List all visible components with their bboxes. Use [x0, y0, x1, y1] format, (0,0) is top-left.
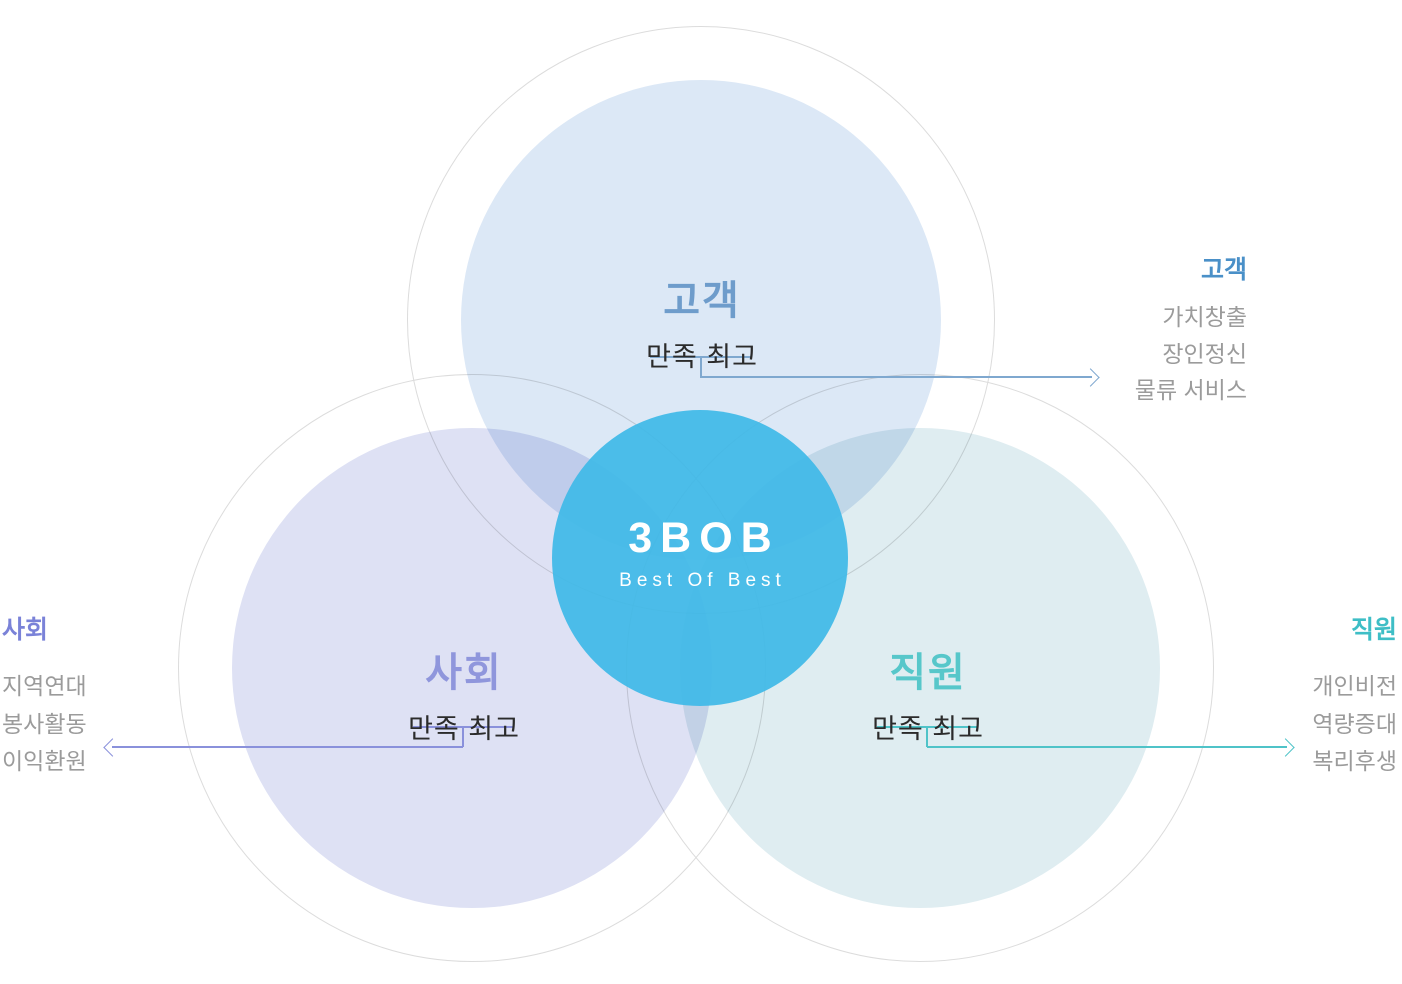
customer-label: 고객 만족 최고: [646, 268, 758, 374]
list-item: 복리후생: [1312, 748, 1397, 774]
employee-label-sub: 만족 최고: [872, 714, 984, 744]
society-connector-line: [112, 746, 463, 748]
employee-annotation: 직원 개인비전 역량증대 복리후생: [1312, 610, 1397, 781]
customer-connector-stub: [700, 356, 702, 377]
customer-label-sub: 만족 최고: [646, 342, 758, 372]
center-title: 3BOB: [628, 514, 780, 562]
list-item: 가치창출: [1162, 304, 1247, 330]
customer-annotation-list: 가치창출 장인정신 물류 서비스: [1135, 299, 1247, 409]
center-label: 3BOB Best Of Best: [614, 514, 786, 592]
society-connector-stub: [462, 726, 464, 747]
society-annotation: 사회 지역연대 봉사활동 이익환원: [2, 610, 87, 781]
society-annotation-list: 지역연대 봉사활동 이익환원: [2, 668, 87, 781]
list-item: 이익환원: [2, 748, 87, 774]
customer-annotation-title: 고객: [1200, 256, 1247, 284]
customer-label-title: 고객: [663, 279, 741, 323]
employee-label-title: 직원: [889, 651, 967, 695]
society-arrow-icon: [103, 737, 122, 757]
employee-underline: [877, 726, 978, 728]
society-label-sub: 만족 최고: [408, 714, 520, 744]
list-item: 개인비전: [1312, 673, 1397, 699]
center-circle: [552, 410, 848, 706]
employee-connector-line: [927, 746, 1287, 748]
employee-label: 직원 만족 최고: [872, 640, 984, 746]
society-underline: [413, 726, 514, 728]
employee-connector-stub: [926, 726, 928, 747]
list-item: 장인정신: [1162, 340, 1247, 367]
list-item: 역량증대: [1312, 710, 1397, 737]
list-item: 봉사활동: [2, 710, 87, 737]
employee-annotation-list: 개인비전 역량증대 복리후생: [1312, 668, 1397, 781]
customer-annotation: 고객 가치창출 장인정신 물류 서비스: [1135, 250, 1247, 409]
list-item: 물류 서비스: [1134, 377, 1247, 403]
customer-connector-line: [700, 376, 1092, 378]
society-label-title: 사회: [425, 651, 503, 695]
employee-arrow-icon: [1276, 737, 1295, 757]
society-label: 사회 만족 최고: [408, 640, 520, 746]
center-subtitle: Best Of Best: [619, 570, 786, 591]
list-item: 지역연대: [2, 673, 87, 699]
customer-arrow-icon: [1081, 367, 1100, 387]
employee-annotation-title: 직원: [1350, 616, 1397, 644]
society-annotation-title: 사회: [2, 616, 49, 644]
